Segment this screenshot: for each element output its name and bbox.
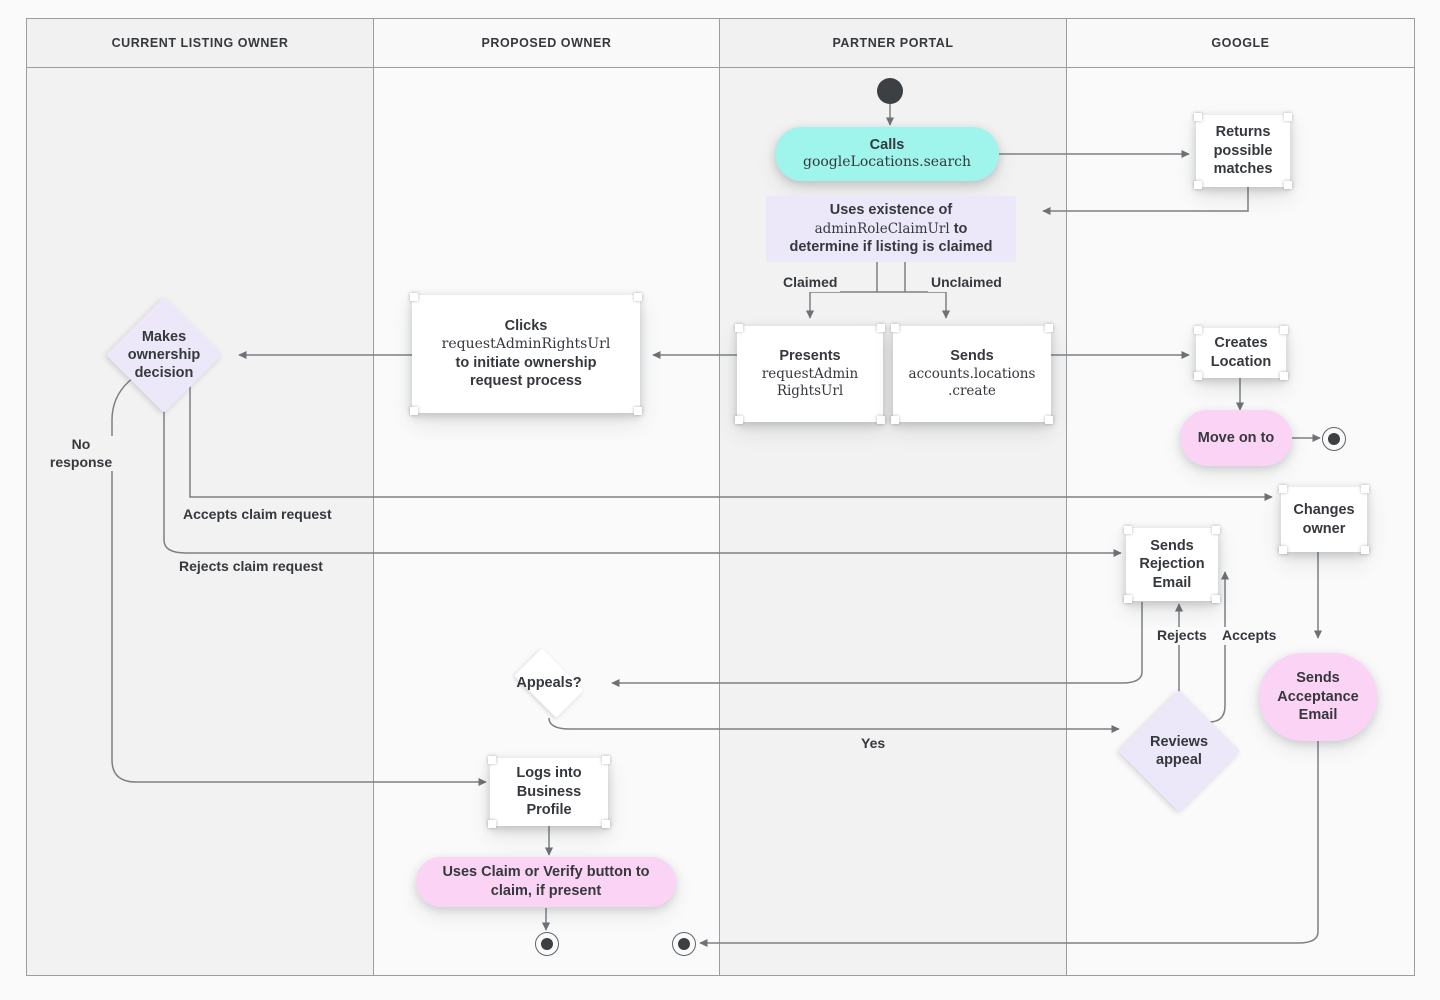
edge-label-rejects-claim-request: Rejects claim request [176,558,326,576]
node-label: Move on to [1197,429,1275,446]
node-line-3: Profile [526,802,572,819]
node-line-2: requestAdmin [761,366,859,382]
swimlane-header: PARTNER PORTAL [720,18,1066,68]
node-uses-existence-of-admin-role-claim-url[interactable]: Uses existence of adminRoleClaimUrl to d… [766,196,1016,262]
start-node [877,78,903,104]
node-line-3: Email [1298,707,1338,724]
node-line-2: claim, if present [490,883,602,899]
node-line-4: request process [469,373,582,390]
swimlane-label: PROPOSED OWNER [481,35,612,50]
edge-label-unclaimed: Unclaimed [928,274,1005,292]
node-line-1: Creates [1214,335,1268,352]
node-calls-google-locations-search[interactable]: Calls googleLocations.search [775,127,999,181]
node-line-2: adminRoleClaimUrl to [789,220,992,239]
edge-decision-rejects [163,400,1122,558]
node-line-2: googleLocations.search [802,154,971,171]
swimlane-header: CURRENT LISTING OWNER [27,18,373,68]
node-presents-request-admin-rights-url[interactable]: Presents requestAdmin RightsUrl [735,324,885,424]
edge-decision-no-response [111,374,487,787]
node-clicks-request-admin-rights-url[interactable]: Clicks requestAdminRightsUrl to initiate… [410,293,642,415]
node-line-1: Reviews [1149,733,1209,750]
node-line-3: to initiate ownership [455,354,597,371]
node-line-2: ownership [127,346,201,363]
edge-reviews-accepts [1208,571,1230,723]
end-node-partner-portal [672,932,696,956]
node-line-2: Acceptance [1277,688,1359,705]
node-line-3: RightsUrl [776,383,844,400]
node-line-1: Uses Claim or Verify button to [442,864,650,881]
end-node-google [1322,427,1346,451]
node-line-3: Email [1152,574,1192,591]
edge-label-claimed: Claimed [780,274,841,292]
node-line-2: Business [516,783,582,800]
frame-top-border [26,18,1415,19]
node-line-1: Uses existence of [829,202,953,219]
node-sends-rejection-email[interactable]: Sends Rejection Email [1124,526,1220,603]
node-line-2: Rejection [1139,556,1205,573]
node-line-2: accounts.locations [908,366,1036,382]
node-line-1: Presents [779,348,841,365]
node-returns-possible-matches[interactable]: Returns possible matches [1194,113,1292,189]
frame-bottom-border [26,975,1415,976]
swimlane-header: GOOGLE [1067,18,1414,68]
node-line-1: Sends [1150,537,1194,554]
node-line-3: matches [1213,161,1273,178]
node-line-2: requestAdminRightsUrl [441,335,611,352]
node-line-1: Calls [869,136,905,153]
node-line-1: Clicks [504,318,548,335]
edge-rejection-to-appeals [611,602,1143,688]
node-label: Makes ownership decision [106,297,222,413]
node-line-1: Returns [1215,124,1271,141]
edge-label-no-response: No response [40,436,122,471]
edge-label-accepts: Accepts [1219,627,1280,645]
node-line-2: owner [1302,520,1346,537]
edge-label-rejects: Rejects [1154,627,1210,645]
node-logs-into-business-profile[interactable]: Logs into Business Profile [488,756,610,828]
node-appeals-decision[interactable]: Appeals? [496,648,602,718]
node-line-3: determine if listing is claimed [789,239,993,256]
node-line-2: Location [1210,354,1272,370]
node-sends-acceptance-email[interactable]: Sends Acceptance Email [1259,653,1377,741]
edge-acceptance-to-end [699,736,1319,948]
node-line-1: Makes [141,328,187,345]
node-uses-claim-or-verify-button[interactable]: Uses Claim or Verify button to claim, if… [416,857,676,907]
node-creates-location[interactable]: Creates Location [1194,326,1288,380]
edge-uses-split-stems [876,262,906,292]
swimlane-header: PROPOSED OWNER [374,18,719,68]
node-label: Reviews appeal [1118,690,1240,812]
node-line-2: appeal [1156,752,1202,768]
edge-appeals-yes-to-reviews [548,717,1120,734]
edge-label-accepts-claim-request: Accepts claim request [180,506,335,524]
node-makes-ownership-decision[interactable]: Makes ownership decision [106,297,222,413]
node-line-3: .create [948,383,996,400]
node-line-1: Sends [950,348,994,365]
swimlane-label: PARTNER PORTAL [832,35,954,50]
edge-label-yes: Yes [858,735,889,753]
node-reviews-appeal[interactable]: Reviews appeal [1118,690,1240,812]
end-node-proposed-owner [535,932,559,956]
code-admin-role-claim-url: adminRoleClaimUrl [814,220,950,237]
node-line-2-tail: to [949,220,968,237]
node-line-2: possible [1213,142,1273,159]
swimlane-label: CURRENT LISTING OWNER [111,35,289,50]
node-line-1: Sends [1296,670,1340,687]
node-changes-owner[interactable]: Changes owner [1279,485,1369,554]
node-line-3: decision [134,365,194,382]
edge-decision-accepts [189,378,1273,502]
edge-returns-to-uses [1042,186,1249,216]
node-label: Appeals? [516,674,582,691]
node-sends-accounts-locations-create[interactable]: Sends accounts.locations .create [891,324,1053,424]
node-line-1: Changes [1293,501,1355,518]
node-move-on-to[interactable]: Move on to [1180,410,1292,466]
node-line-1: Logs into [516,765,582,782]
swimlane-label: GOOGLE [1211,35,1270,50]
